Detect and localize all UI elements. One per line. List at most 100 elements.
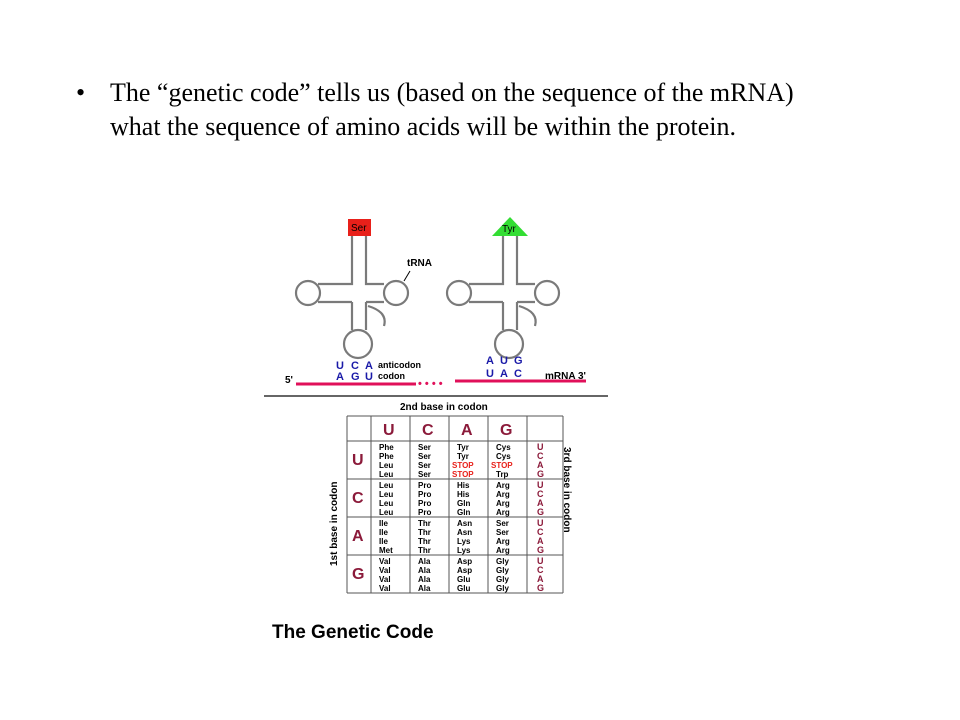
first-base-title: 1st base in codon [329,482,340,566]
mrna-5-label: 5' [285,375,293,386]
amino-acid: Val [379,566,391,575]
amino-acid: Ser [418,461,431,470]
amino-acid: Val [379,575,391,584]
amino-acid: Val [379,557,391,566]
base: A [336,371,344,383]
trna-pointer [403,270,411,282]
amino-acid: Thr [418,528,431,537]
third-base-letter: A [537,574,544,584]
third-base-letter: C [537,489,544,499]
amino-acid: Ala [418,557,431,566]
amino-acid: Thr [418,519,431,528]
bullet-marker: • [76,78,86,107]
amino-acid: Glu [457,575,470,584]
figure-caption: The Genetic Code [272,622,434,643]
right-anticodon: A U G [486,355,523,367]
third-base-letter: U [537,518,544,528]
amino-acid: His [457,490,470,499]
third-base-letter: C [537,451,544,461]
third-base-letter: C [537,527,544,537]
third-base-letter: A [537,536,544,546]
amino-acid: Arg [496,508,510,517]
amino-acid: Lys [457,546,471,555]
second-base-letter: U [383,422,395,439]
trna-left [294,236,410,360]
left-anticodon: U C A [336,360,373,372]
amino-acid: Ser [496,519,509,528]
amino-acid: Arg [496,537,510,546]
amino-acid: Gly [496,557,509,566]
amino-acid: Leu [379,481,393,490]
amino-acid: Leu [379,508,393,517]
amino-acid: Leu [379,490,393,499]
amino-acid: Asn [457,528,472,537]
bullet-text: The “genetic code” tells us (based on th… [110,78,794,141]
third-base-letter: G [537,469,544,479]
first-base-letter: C [352,490,364,507]
amino-acid: Ser [418,470,431,479]
second-base-letter: A [461,422,473,439]
base: U [365,371,373,383]
amino-acid: Met [379,546,393,555]
amino-acid: Lys [457,537,471,546]
amino-acid: Leu [379,499,393,508]
amino-acid: Gly [496,584,509,593]
third-base-letter: A [537,498,544,508]
stop-codon: STOP [452,470,474,479]
amino-acid: Ile [379,519,388,528]
amino-acid: Pro [418,508,431,517]
amino-acid: Pro [418,490,431,499]
amino-acid: Gly [496,566,509,575]
base: C [514,368,522,380]
base: A [486,355,494,367]
amino-acid: Gln [457,508,470,517]
amino-acid: Asp [457,566,472,575]
third-base-letter: C [537,565,544,575]
mrna-gap: • • • • [418,378,443,390]
base: C [351,360,359,372]
amino-acid: Thr [418,537,431,546]
amino-acid: Arg [496,481,510,490]
amino-acid: His [457,481,470,490]
amino-acid: Asn [457,519,472,528]
stop-codon: STOP [452,461,474,470]
second-base-letter: C [422,422,434,439]
amino-acid: Cys [496,443,511,452]
amino-acid: Leu [379,461,393,470]
amino-acid: Glu [457,584,470,593]
amino-acid: Ala [418,566,431,575]
amino-acid: Ile [379,537,388,546]
third-base-letter: U [537,442,544,452]
amino-acid: Arg [496,499,510,508]
amino-acid: Ile [379,528,388,537]
third-base-title: 3rd base in codon [561,447,572,533]
base: A [365,360,373,372]
third-base-letter: U [537,480,544,490]
second-base-letter: G [500,422,512,439]
third-base-letter: U [537,556,544,566]
codon-label: codon [378,371,405,381]
ser-amino-acid [348,219,371,236]
third-base-letter: G [537,583,544,593]
third-base-letter: G [537,507,544,517]
amino-acid: Ser [418,452,431,461]
anticodon-label: anticodon [378,360,421,370]
amino-acid: Tyr [457,443,469,452]
base: A [500,368,508,380]
mrna-label: mRNA 3' [545,371,586,382]
amino-acid: Ala [418,584,431,593]
base: U [486,368,494,380]
trna-right [445,236,561,360]
amino-acid: Thr [418,546,431,555]
amino-acid: Ala [418,575,431,584]
amino-acid: Phe [379,443,394,452]
amino-acid: Arg [496,490,510,499]
amino-acid: Gly [496,575,509,584]
amino-acid: Pro [418,481,431,490]
amino-acid: Ser [418,443,431,452]
amino-acid: Arg [496,546,510,555]
base: U [500,355,508,367]
amino-acid: Trp [496,470,509,479]
